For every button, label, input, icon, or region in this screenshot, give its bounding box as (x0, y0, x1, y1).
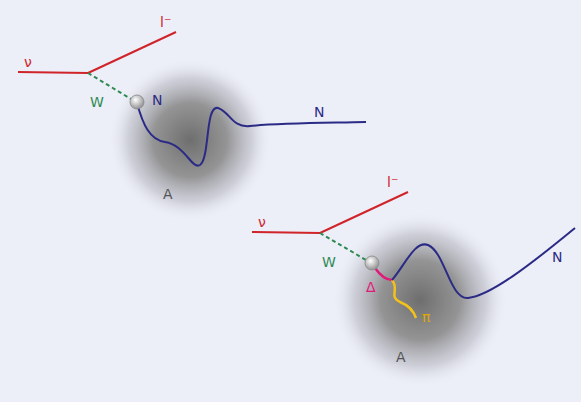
neutrino-line (252, 232, 320, 233)
lepton-line (320, 192, 408, 233)
nucleon-label: N (314, 104, 324, 120)
boson-label: W (90, 94, 104, 110)
nucleus-blob (332, 212, 508, 388)
vertex-ball (365, 256, 379, 270)
particle-label: l⁻ (160, 14, 171, 30)
vertex-ball (130, 95, 144, 109)
pion-track (392, 280, 416, 318)
nucleon-label: N (552, 249, 562, 265)
neutrino-line (18, 72, 88, 73)
nucleus-blob (108, 58, 272, 222)
particle-label: ν (258, 214, 266, 230)
nucleus-label: A (396, 349, 406, 365)
lepton-line (88, 32, 176, 73)
resonance-label: Δ (366, 279, 376, 295)
boson-label: W (322, 254, 336, 270)
nucleon-track (392, 228, 575, 298)
nucleon-label: N (152, 92, 162, 108)
nucleus-label: A (163, 186, 173, 202)
pion-label: π (422, 309, 430, 325)
nucleon-track (137, 103, 366, 166)
delta-track (375, 268, 392, 280)
particle-label: l⁻ (387, 174, 398, 190)
particle-label: ν (24, 54, 32, 70)
